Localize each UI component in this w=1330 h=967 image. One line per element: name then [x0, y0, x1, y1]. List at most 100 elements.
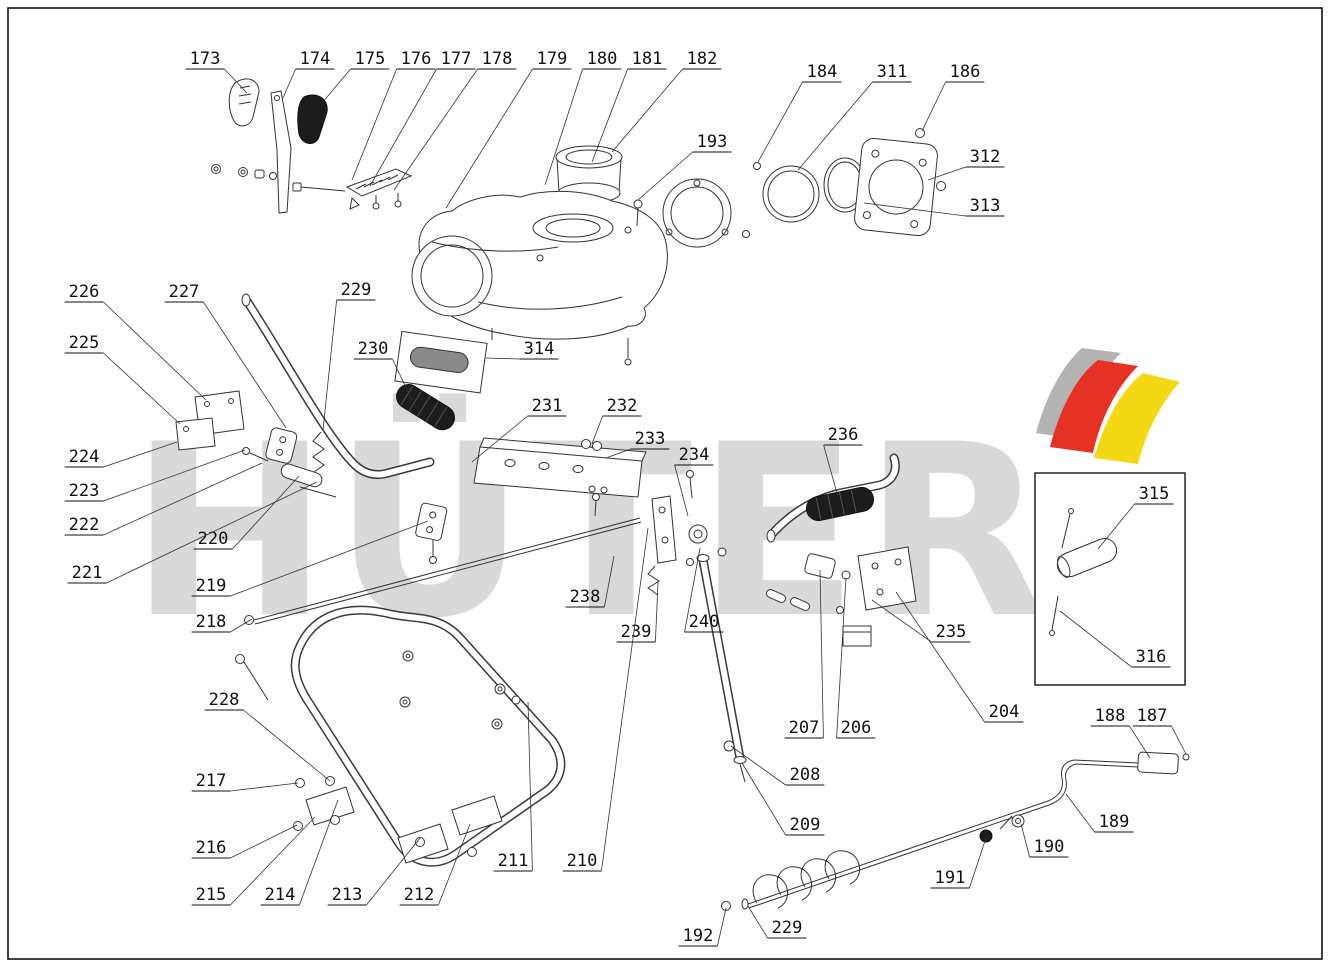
part-label-187: 187: [1132, 706, 1187, 755]
hex-nut: [592, 441, 602, 451]
part-label-311: 311: [797, 62, 912, 171]
plate-bolt-hole: [910, 220, 919, 229]
svg-text:224: 224: [69, 447, 100, 467]
part-label-191: 191: [930, 837, 987, 889]
lever-arm: [270, 90, 292, 214]
logo-yellow-swoosh: [1094, 373, 1180, 464]
foot-plate: [451, 795, 503, 836]
part-label-189: 189: [1065, 793, 1134, 833]
part-label-182: 182: [611, 49, 722, 153]
plate-hole: [894, 558, 902, 566]
bracket-plate: [651, 495, 677, 564]
air-filter-covers: [633, 128, 946, 248]
grip-screw: [1182, 753, 1190, 761]
screw: [394, 200, 402, 208]
svg-text:231: 231: [532, 396, 563, 416]
svg-text:228: 228: [209, 690, 240, 710]
part-label-214: 214: [260, 799, 339, 906]
vent-hole: [624, 226, 632, 234]
part-label-188: 188: [1090, 706, 1151, 759]
svg-text:234: 234: [679, 445, 710, 465]
svg-text:227: 227: [169, 282, 200, 302]
part-label-174: 174: [282, 49, 335, 99]
right-handlebar: [766, 453, 917, 647]
svg-text:210: 210: [567, 851, 598, 871]
part-label-209: 209: [741, 762, 825, 836]
part-label-181: 181: [591, 49, 667, 163]
svg-text:235: 235: [936, 622, 967, 642]
grommet: [688, 524, 708, 544]
bolt-shaft: [689, 477, 693, 499]
tank-contour: [431, 241, 559, 252]
shaft-bottom-edge: [748, 804, 1050, 909]
mount-plate-hole: [868, 159, 924, 215]
part-label-178: 178: [393, 49, 517, 191]
screw: [372, 202, 380, 210]
svg-text:181: 181: [632, 49, 663, 69]
plate-bolt-hole: [862, 211, 871, 220]
cable-clamp: [804, 553, 836, 579]
lock-nut: [979, 829, 993, 843]
svg-text:206: 206: [841, 718, 872, 738]
svg-text:176: 176: [401, 49, 432, 69]
svg-text:233: 233: [635, 429, 666, 449]
part-label-227: 227: [164, 282, 287, 429]
logo-red-swoosh: [1050, 360, 1138, 453]
pin-head: [1068, 508, 1074, 514]
throttle-plate: [345, 168, 413, 197]
spiral-flight: [824, 850, 860, 885]
svg-text:207: 207: [789, 718, 820, 738]
plate-hole: [871, 562, 879, 570]
screw: [915, 128, 925, 138]
tube-stud: [739, 763, 746, 783]
part-label-212: 212: [399, 823, 471, 906]
washer: [211, 164, 221, 174]
svg-text:229: 229: [772, 918, 803, 938]
filter-ring-inner: [670, 186, 724, 240]
part-label-232: 232: [591, 396, 642, 445]
part-label-234: 234: [674, 445, 714, 517]
frame-bolt-hole: [494, 721, 500, 727]
part-label-184: 184: [757, 62, 842, 163]
left-handlebar: [175, 293, 488, 564]
part-label-213: 213: [327, 837, 421, 906]
tube-bottom-cap: [733, 756, 747, 764]
svg-text:204: 204: [989, 702, 1020, 722]
svg-text:239: 239: [621, 622, 652, 642]
crossbar-fold-line: [479, 446, 643, 462]
tube-bolt: [723, 740, 735, 752]
svg-text:180: 180: [587, 49, 618, 69]
plate-bolt-hole: [918, 158, 927, 167]
tank-opening-outer: [532, 213, 614, 243]
handle-grip: [396, 384, 455, 431]
mount-plate: [854, 137, 938, 237]
rod-top-edge: [253, 517, 641, 621]
svg-text:187: 187: [1137, 706, 1168, 726]
bolt-head: [292, 182, 302, 192]
throttle-ridges: [355, 174, 399, 190]
svg-text:220: 220: [198, 529, 229, 549]
starter-recess-outer: [411, 235, 493, 317]
ring-bolt-hole: [693, 179, 701, 187]
tube-clamp: [415, 502, 448, 541]
part-label-206: 206: [836, 577, 876, 739]
washer: [238, 167, 248, 177]
part-label-312: 312: [927, 147, 1005, 181]
drain-plug: [624, 358, 632, 366]
svg-text:178: 178: [482, 49, 513, 69]
plate-hole: [204, 401, 210, 407]
svg-text:315: 315: [1139, 484, 1170, 504]
tank-contour: [477, 296, 623, 310]
round-cover-outer: [762, 165, 820, 223]
svg-text:232: 232: [607, 396, 638, 416]
rubber-grip: [297, 94, 328, 144]
bolt-head: [686, 470, 694, 478]
frame-bolt-hole: [497, 686, 503, 692]
crossbar-hole: [538, 462, 550, 470]
tube-top-cap: [696, 554, 710, 562]
svg-text:213: 213: [332, 885, 363, 905]
svg-text:177: 177: [441, 49, 472, 69]
svg-text:311: 311: [877, 62, 908, 82]
mount-plate-body: [854, 137, 938, 237]
svg-text:191: 191: [935, 868, 966, 888]
